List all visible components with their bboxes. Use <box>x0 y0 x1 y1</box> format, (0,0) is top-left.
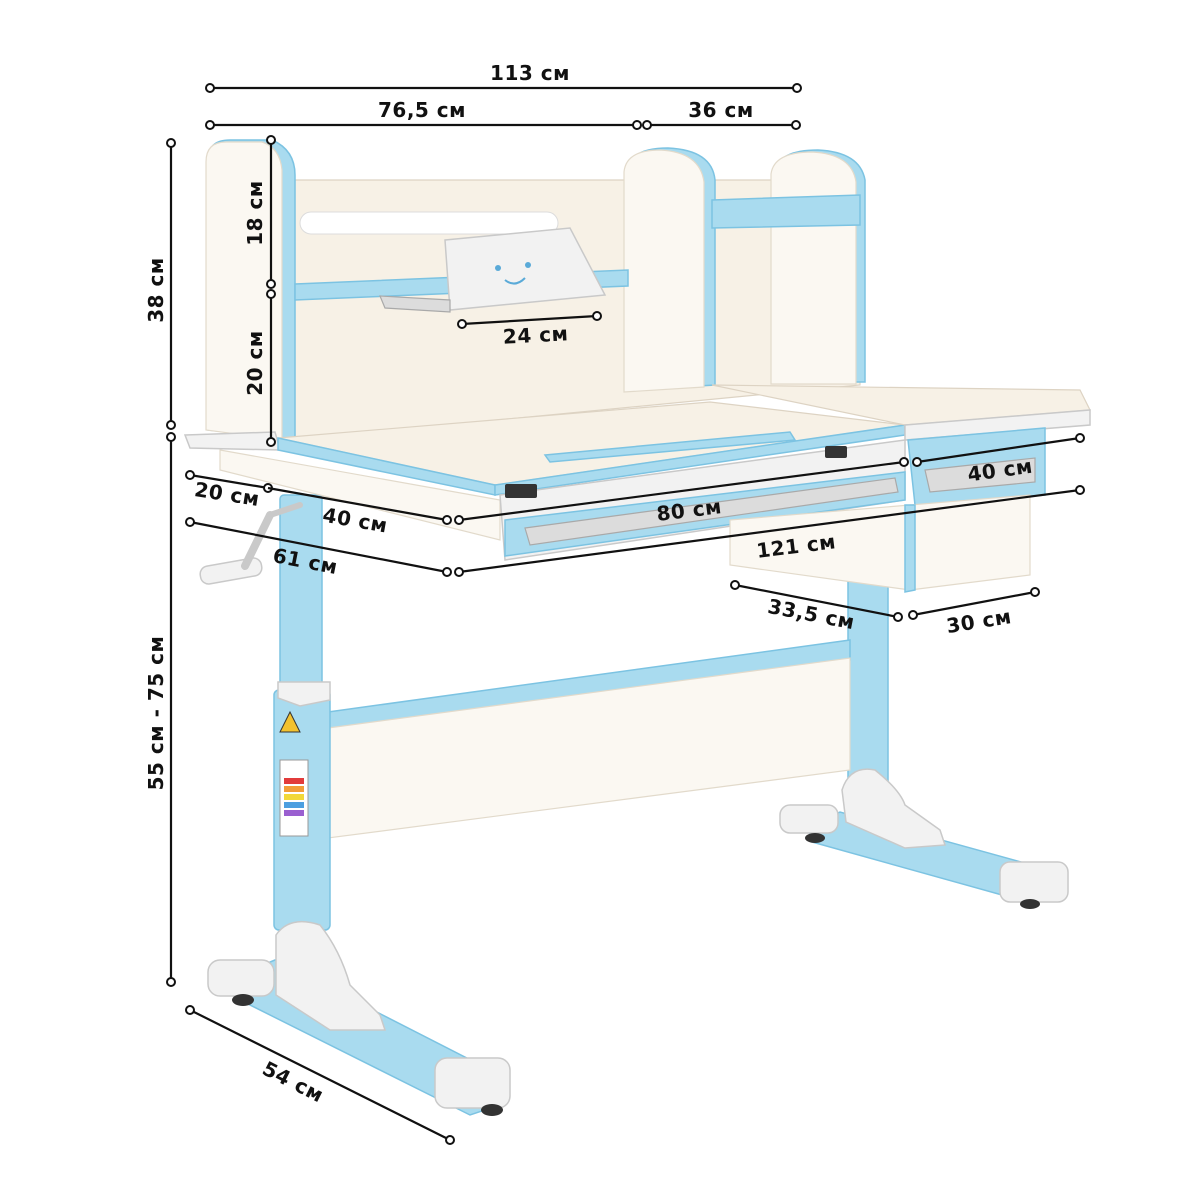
crank-handle <box>199 502 303 585</box>
label-lower-shelf-height: 20 см <box>243 330 267 396</box>
label-height-range: 55 см - 75 см <box>144 636 168 791</box>
label-upper-shelf-height: 18 см <box>243 180 267 246</box>
label-right-superstructure-width: 36 см <box>688 98 754 122</box>
label-book-holder-width: 24 см <box>502 321 569 348</box>
crossbar-panel <box>327 639 851 839</box>
dimension-lines <box>166 83 1085 1145</box>
desk-illustration <box>183 139 1091 1116</box>
tabletop <box>183 384 1091 561</box>
superstructure <box>205 139 866 441</box>
label-drawer-block-width: 30 см <box>945 604 1013 638</box>
right-leg <box>779 574 1069 909</box>
label-side-shelf-depth: 20 см <box>193 477 261 511</box>
label-left-superstructure-width: 76,5 см <box>378 98 466 122</box>
label-total-width: 113 см <box>490 61 570 85</box>
label-superstructure-height: 38 см <box>144 257 168 323</box>
label-base-depth: 54 см <box>259 1056 328 1107</box>
